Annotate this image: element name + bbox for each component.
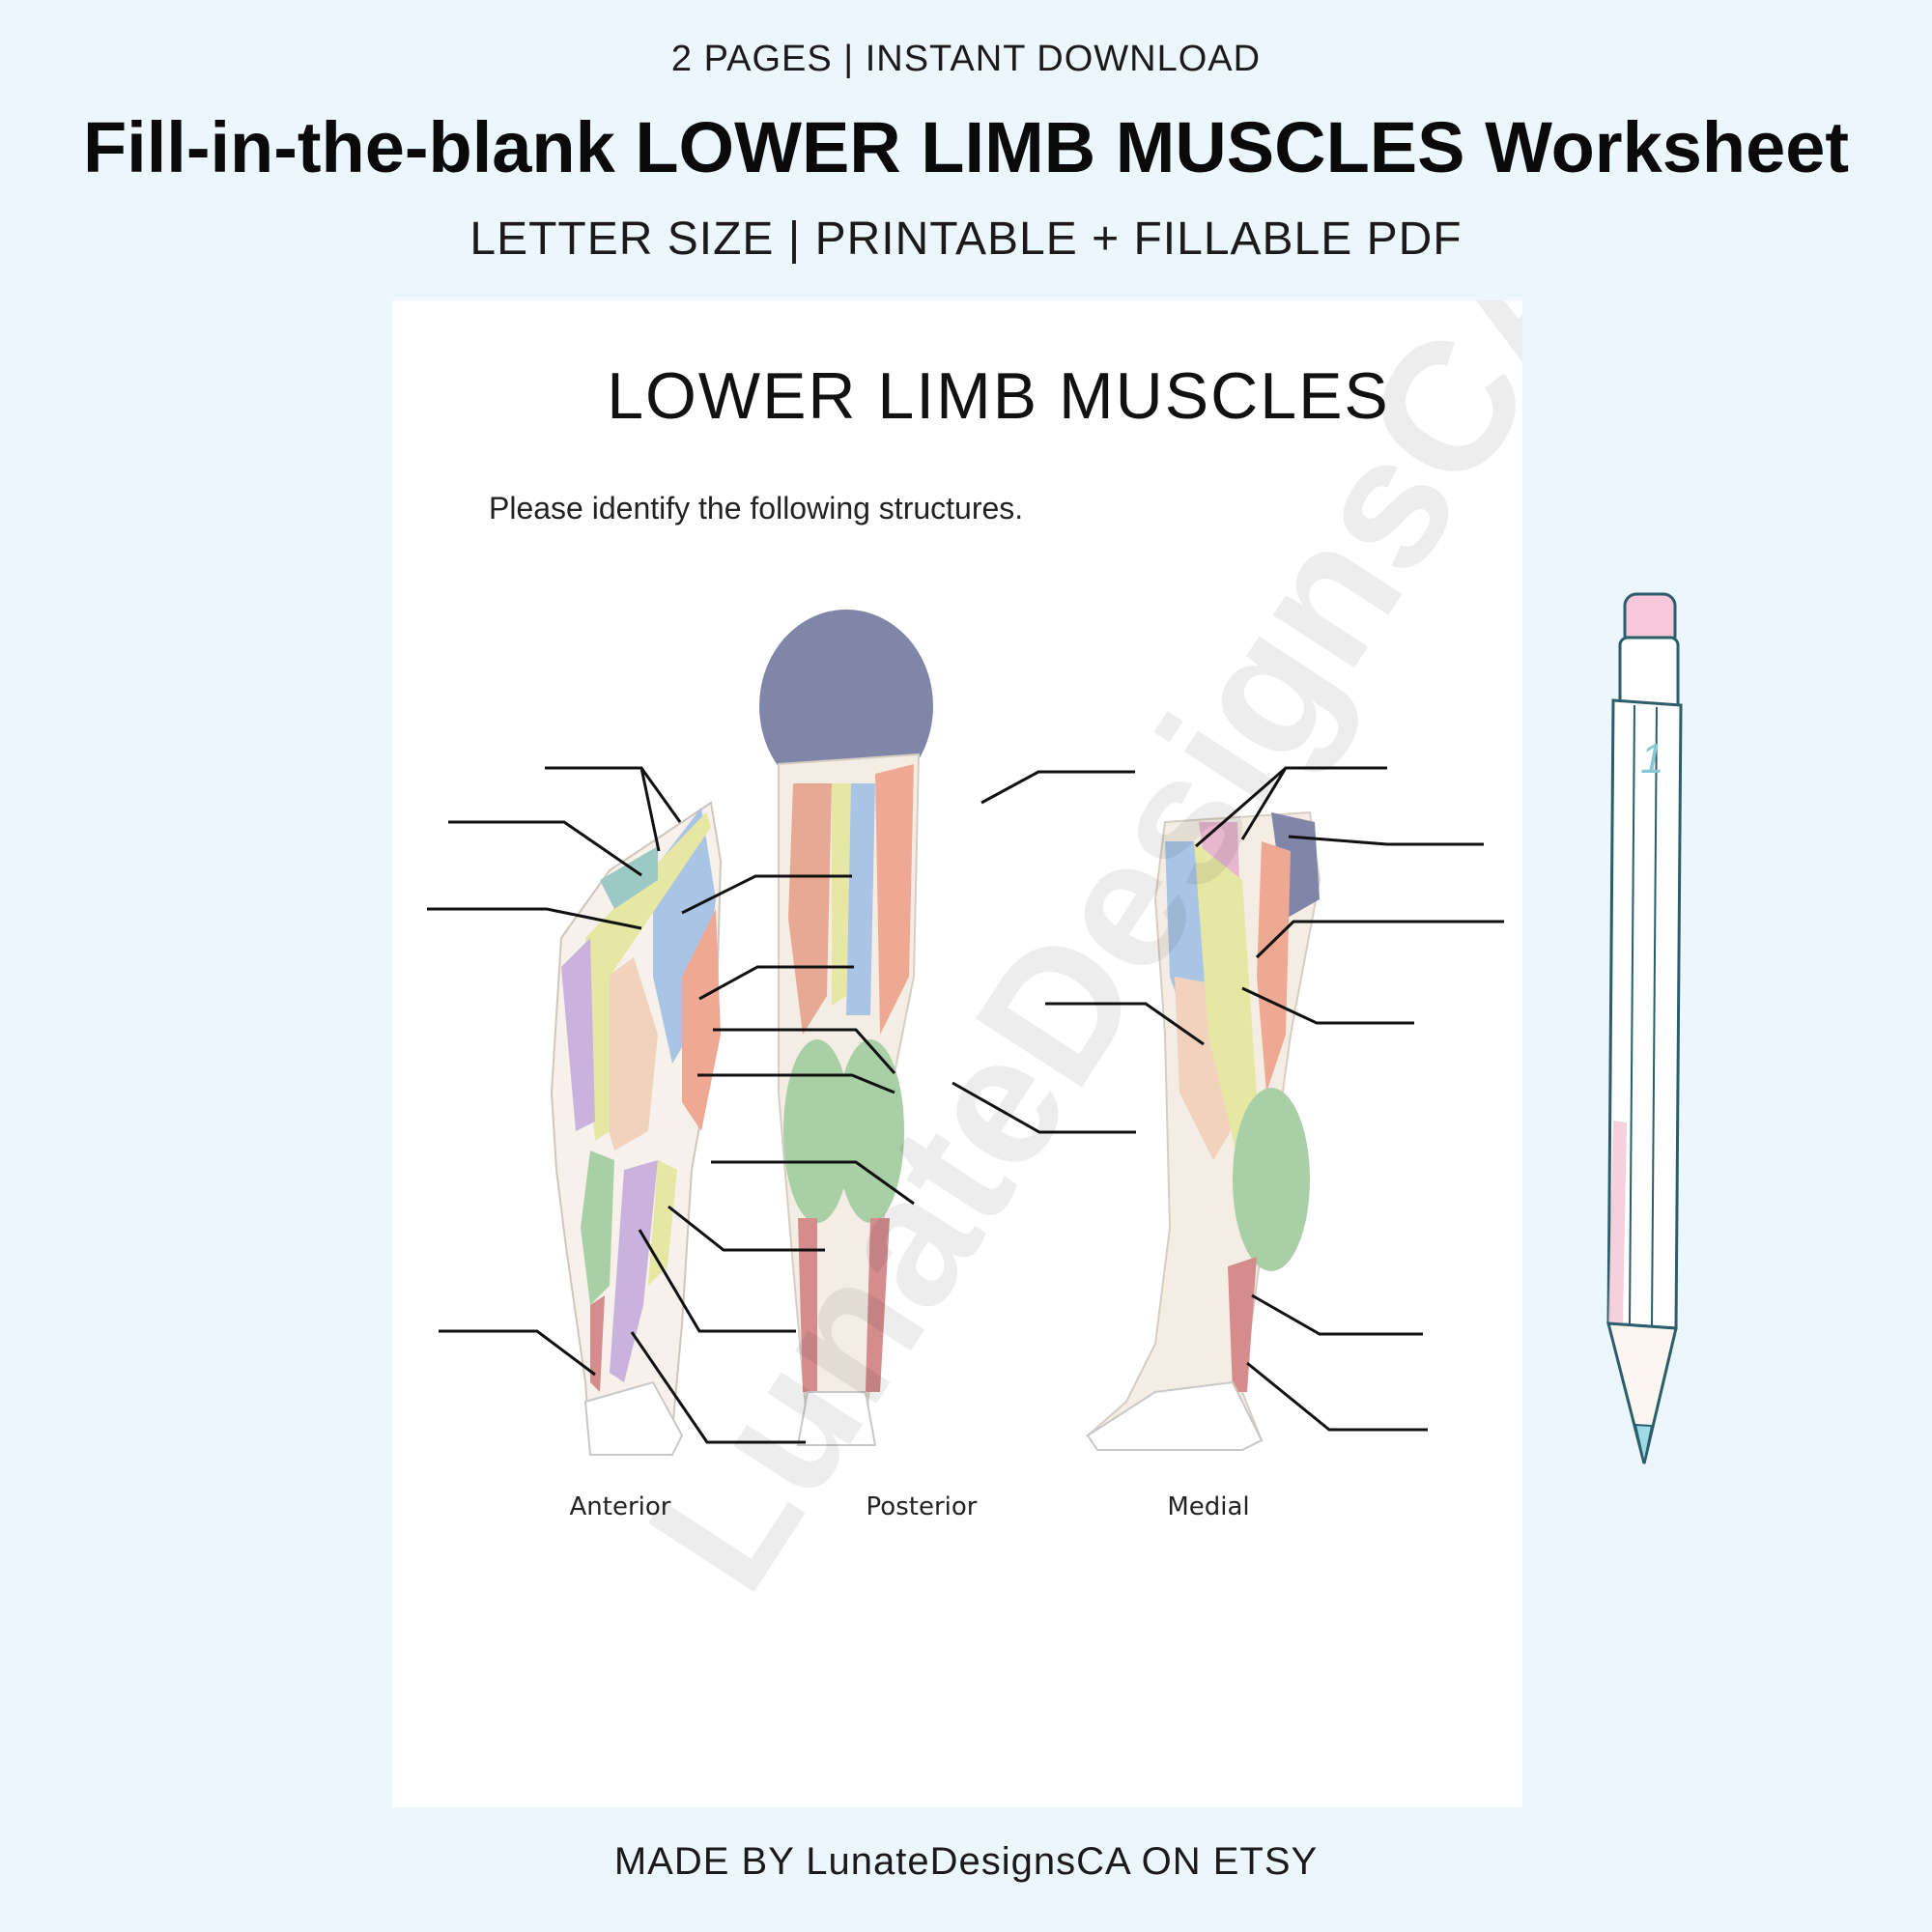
worksheet-instruction: Please identify the following structures… bbox=[489, 491, 1024, 526]
label-line bbox=[1251, 1293, 1423, 1336]
pencil-pink-stripe bbox=[1608, 1121, 1627, 1323]
leg-muscle-diagram bbox=[427, 610, 1504, 1456]
pencil-illustration: 1 bbox=[1606, 592, 1683, 1464]
footer-credit: MADE BY LunateDesignsCA ON ETSY bbox=[613, 1840, 1319, 1883]
anterior-leg bbox=[550, 801, 723, 1456]
label-line bbox=[980, 770, 1135, 805]
medial-label-lines bbox=[1045, 766, 1504, 1432]
pencil-number: 1 bbox=[1640, 735, 1663, 782]
anterior-shin-lavender bbox=[610, 1160, 658, 1382]
posterior-calf-left bbox=[783, 1039, 851, 1223]
medial-calf-green bbox=[1233, 1088, 1310, 1271]
anterior-muscle-teal bbox=[600, 846, 658, 909]
subtitle: LETTER SIZE | PRINTABLE + FILLABLE PDF bbox=[469, 213, 1463, 265]
pencil-facet bbox=[1629, 704, 1635, 1324]
posterior-lower-red-2 bbox=[866, 1218, 890, 1392]
anterior-foot bbox=[583, 1380, 684, 1456]
medial-lower-red bbox=[1228, 1257, 1257, 1392]
label-line bbox=[711, 1160, 915, 1206]
label-line bbox=[681, 874, 852, 915]
label-line bbox=[697, 1073, 895, 1094]
posterior-gluteal-navy bbox=[759, 610, 933, 803]
main-title: Fill-in-the-blank LOWER LIMB MUSCLES Wor… bbox=[82, 107, 1850, 187]
label-line bbox=[1045, 1002, 1205, 1046]
label-line bbox=[639, 767, 682, 823]
label-line bbox=[545, 766, 661, 852]
view-label-posterior: Posterior bbox=[866, 1492, 978, 1521]
medial-muscle-yellow bbox=[1194, 841, 1262, 1179]
label-line bbox=[713, 1028, 896, 1074]
anterior-label-lines bbox=[427, 766, 854, 1444]
label-line bbox=[698, 965, 854, 1001]
posterior-ham-salmon-left bbox=[788, 783, 832, 1035]
view-label-medial: Medial bbox=[1167, 1492, 1250, 1521]
label-line bbox=[638, 1229, 796, 1333]
pages-line: 2 PAGES | INSTANT DOWNLOAD bbox=[670, 39, 1262, 79]
posterior-calf-right bbox=[837, 1039, 904, 1223]
posterior-ham-yellow bbox=[832, 783, 851, 1006]
medial-foot bbox=[1086, 1380, 1264, 1451]
posterior-leg bbox=[759, 610, 933, 1446]
label-line bbox=[630, 1331, 806, 1444]
pencil-facet bbox=[1651, 706, 1658, 1326]
posterior-heel bbox=[796, 1391, 877, 1446]
posterior-ham-blue bbox=[846, 783, 875, 1015]
label-line bbox=[1246, 1361, 1428, 1432]
anterior-muscle-lavender bbox=[561, 938, 595, 1131]
worksheet-title: LOWER LIMB MUSCLES bbox=[607, 359, 1390, 433]
posterior-lower-red bbox=[798, 1218, 817, 1392]
label-line bbox=[1241, 986, 1414, 1025]
label-line bbox=[1255, 920, 1504, 959]
label-line bbox=[1288, 835, 1484, 846]
label-line bbox=[668, 1205, 825, 1252]
anterior-shin-red bbox=[590, 1295, 605, 1392]
posterior-label-lines bbox=[697, 770, 1136, 1206]
pencil-lead bbox=[1634, 1423, 1654, 1464]
posterior-ham-salmon-right bbox=[875, 764, 914, 1035]
medial-muscle-salmon bbox=[1257, 841, 1291, 1093]
label-line bbox=[439, 1329, 596, 1377]
label-line bbox=[952, 1081, 1136, 1134]
anterior-shin-green bbox=[581, 1151, 614, 1305]
pencil-tip bbox=[1606, 1321, 1678, 1464]
label-line bbox=[448, 820, 642, 877]
worksheet-preview: LOWER LIMB MUSCLES Please identify the f… bbox=[392, 300, 1522, 1807]
label-line bbox=[1240, 767, 1288, 840]
medial-leg bbox=[1085, 810, 1321, 1451]
label-line bbox=[427, 907, 642, 930]
view-label-anterior: Anterior bbox=[569, 1492, 671, 1521]
